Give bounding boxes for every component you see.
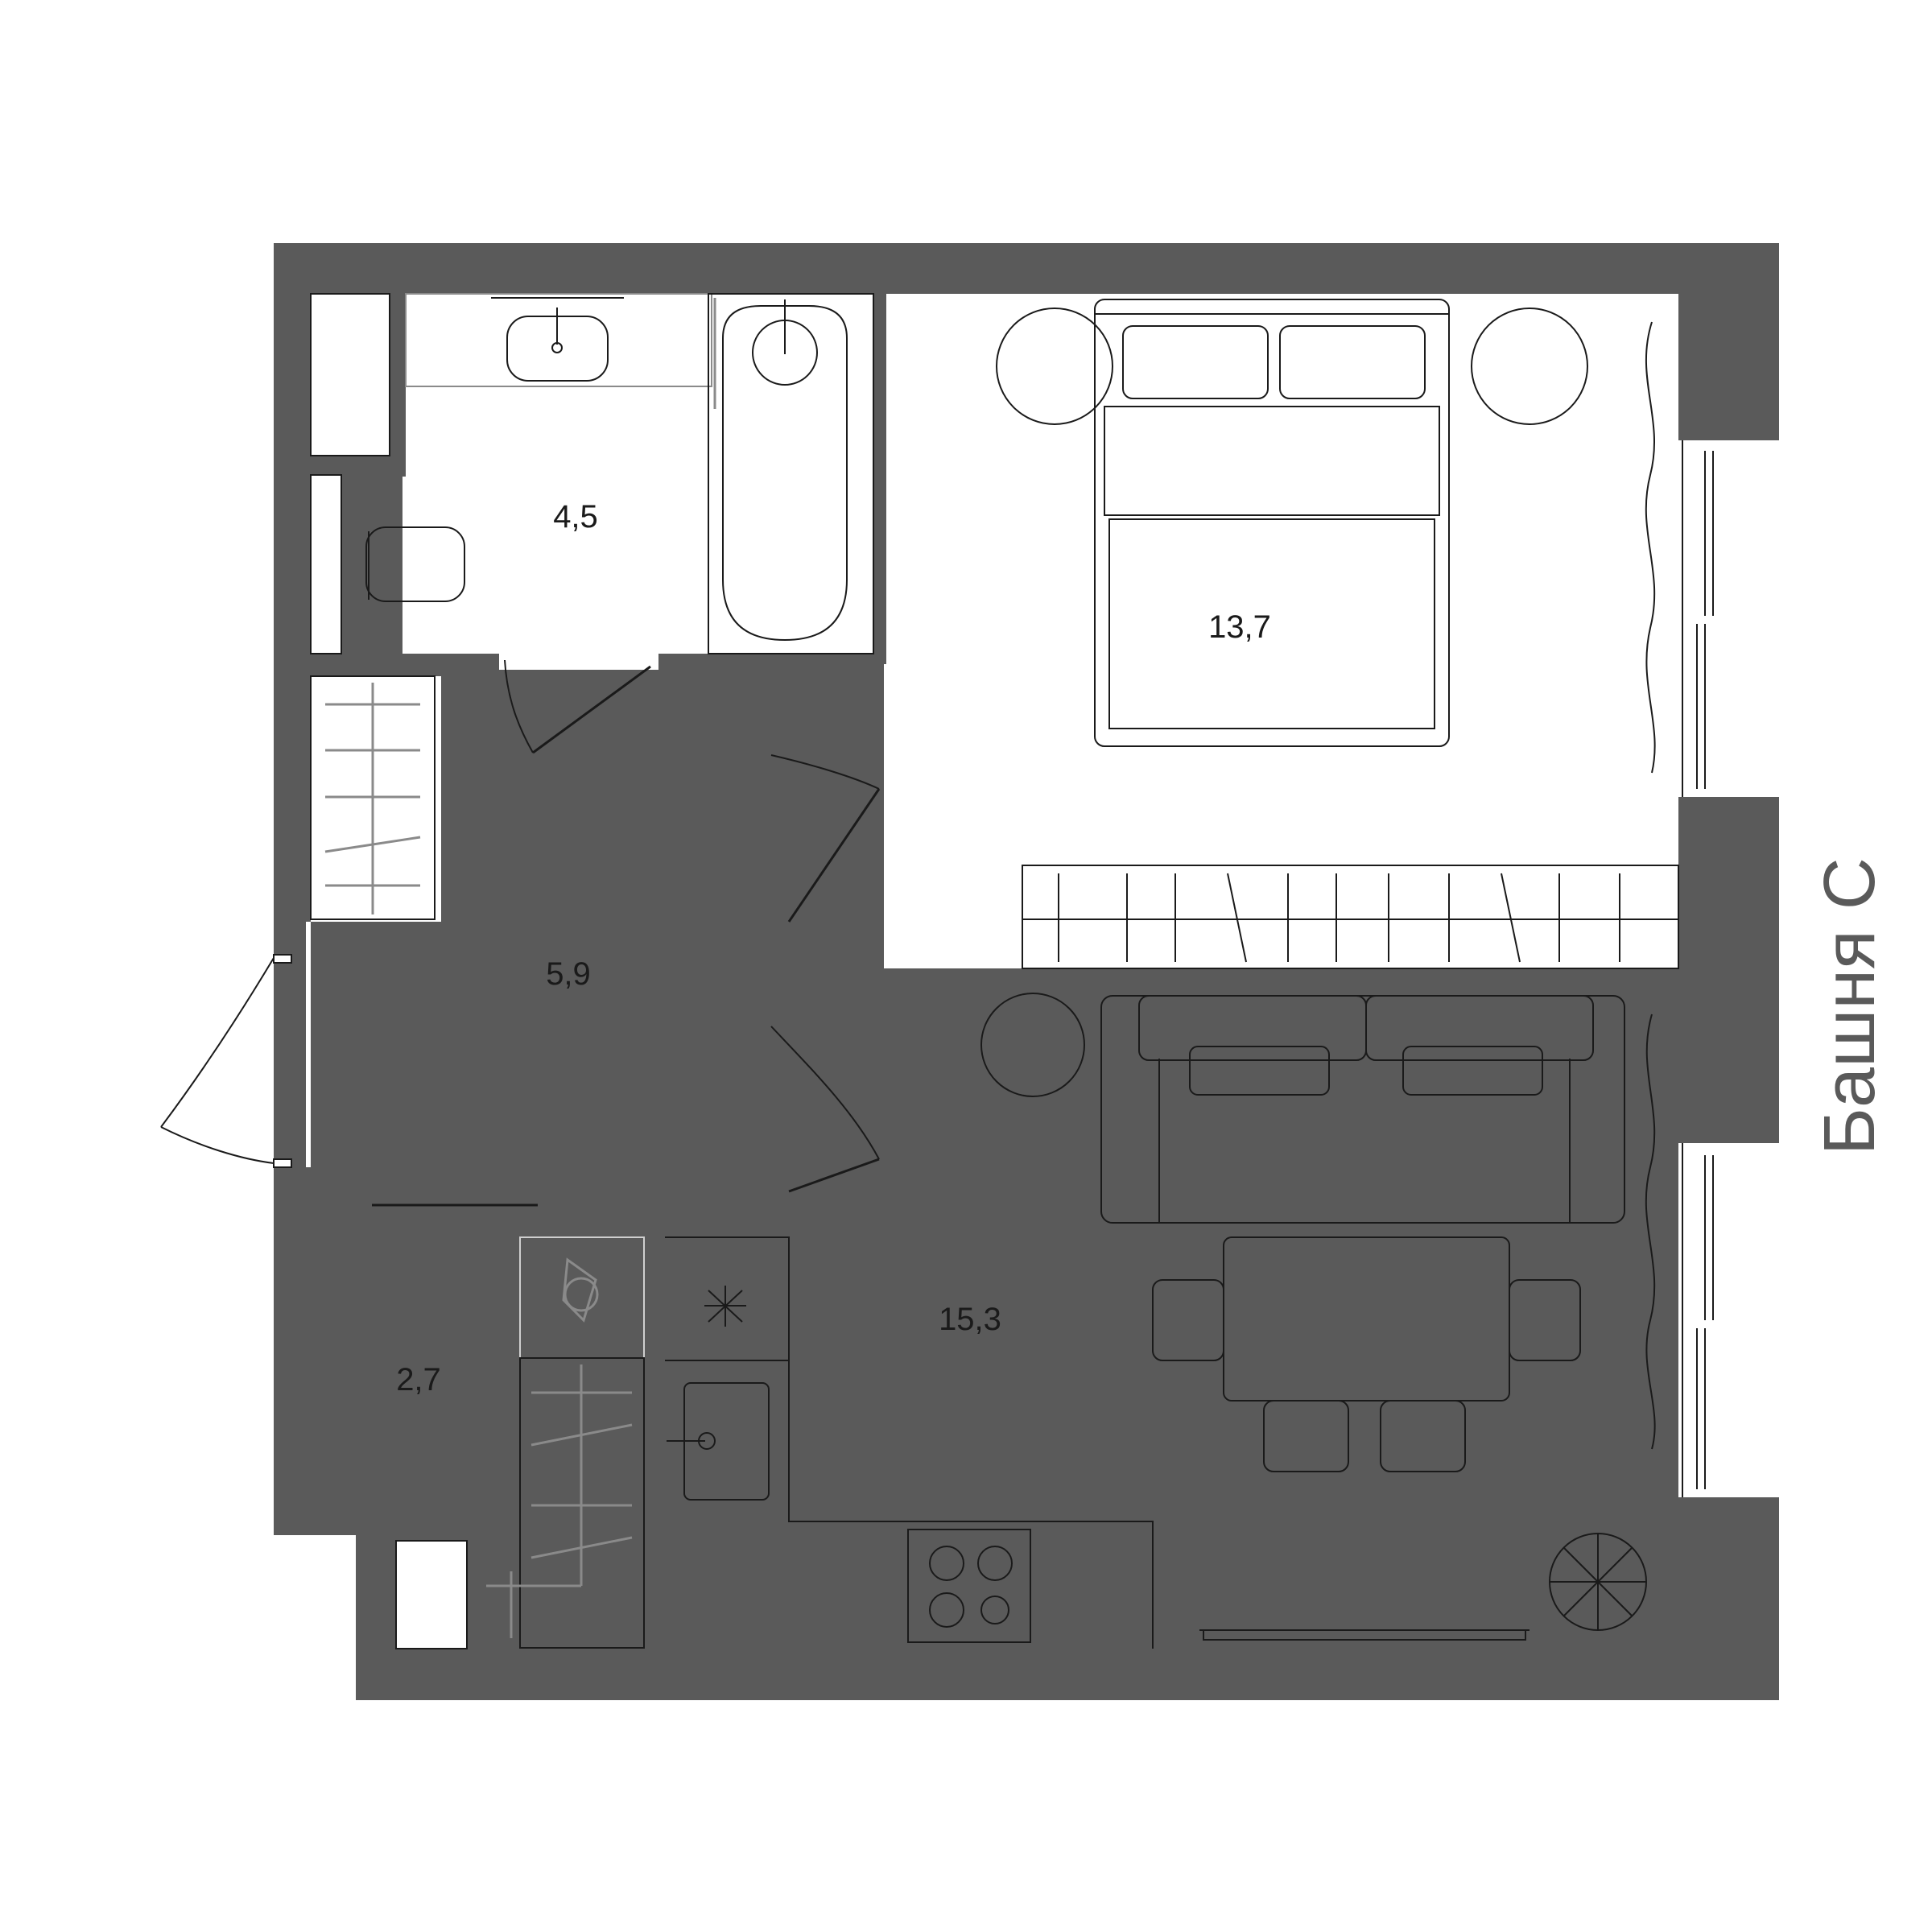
living-kitchen-area-label: 15,3 bbox=[939, 1302, 1001, 1337]
windows bbox=[1678, 440, 1779, 1497]
washer-drum bbox=[564, 1277, 599, 1312]
wall-bedroom-living bbox=[789, 968, 1678, 986]
wall-north bbox=[274, 243, 1779, 293]
shaft-niche bbox=[395, 1540, 468, 1649]
wall-east-top bbox=[1678, 243, 1779, 440]
fridge-icon bbox=[704, 1286, 746, 1327]
cooktop bbox=[907, 1529, 1031, 1643]
wall-west-upper bbox=[274, 243, 311, 919]
pillow-left bbox=[1122, 325, 1269, 399]
living-door-leaf bbox=[788, 1158, 880, 1193]
wall-wc-west bbox=[341, 475, 357, 654]
kitchen-counter bbox=[665, 1236, 1154, 1649]
wall-bath-south-right bbox=[658, 654, 884, 673]
vanity-counter bbox=[405, 293, 712, 387]
bedroom-wardrobe-hangers bbox=[1058, 873, 1620, 963]
wall-east-bottom bbox=[1678, 1497, 1779, 1700]
living-curtain bbox=[1645, 1013, 1656, 1450]
living-door-arc bbox=[770, 1026, 880, 1160]
chair-right bbox=[1509, 1279, 1581, 1361]
entrance-door-jamb-top bbox=[273, 954, 292, 964]
bed-blanket-fold bbox=[1104, 406, 1440, 516]
entrance-door-jamb-bottom bbox=[273, 1158, 292, 1168]
hallway-wardrobe bbox=[310, 675, 436, 920]
storage-area-label: 2,7 bbox=[396, 1362, 441, 1397]
chair-left bbox=[1152, 1279, 1224, 1361]
living-furniture bbox=[980, 993, 1647, 1641]
nightstand-right bbox=[1471, 308, 1588, 425]
washer-symbol bbox=[562, 1257, 597, 1323]
wall-closet-east bbox=[390, 294, 406, 475]
kitchen bbox=[665, 1236, 1154, 1649]
cushion-right bbox=[1402, 1046, 1543, 1096]
pillow-right bbox=[1279, 325, 1426, 399]
wall-kitchen-west bbox=[644, 1237, 665, 1648]
wall-bath-south-left bbox=[311, 654, 496, 673]
wall-closet-south bbox=[311, 456, 406, 477]
sofa bbox=[1100, 995, 1625, 1224]
wc-niche bbox=[310, 474, 342, 654]
bedroom-curtain bbox=[1645, 321, 1656, 774]
bedroom-door-arc bbox=[770, 754, 880, 790]
bathtub bbox=[722, 305, 848, 642]
wall-shaft-east bbox=[467, 1505, 480, 1650]
bedroom-area-label: 13,7 bbox=[1208, 609, 1271, 645]
side-table bbox=[980, 993, 1085, 1097]
bathroom-door-leaf bbox=[532, 665, 651, 754]
wall-bedroom-door-lower bbox=[771, 922, 789, 1022]
burner-4 bbox=[980, 1596, 1009, 1624]
sofa-back-right bbox=[1365, 995, 1594, 1061]
wardrobe-outline bbox=[310, 675, 436, 920]
wall-south bbox=[356, 1649, 1779, 1700]
bathtub-enclosure bbox=[708, 293, 874, 654]
storage-hanger-2 bbox=[530, 1423, 633, 1447]
entrance-door-leaf bbox=[160, 957, 275, 1128]
wall-storage-south bbox=[396, 1505, 517, 1541]
living-window-opening bbox=[1678, 1143, 1779, 1497]
bathroom-area-label: 4,5 bbox=[553, 499, 598, 535]
nightstand-left bbox=[996, 308, 1113, 425]
doors bbox=[160, 659, 881, 1207]
bed-mattress bbox=[1108, 518, 1435, 729]
hallway-area-label: 5,9 bbox=[546, 956, 591, 992]
bathroom-fixtures bbox=[365, 293, 874, 654]
bed bbox=[1094, 299, 1450, 747]
storage-fixtures bbox=[486, 1236, 645, 1649]
hanger-4 bbox=[324, 836, 421, 853]
walls bbox=[274, 243, 1779, 1700]
wall-entry-notch bbox=[311, 1216, 335, 1240]
tv-stand bbox=[1203, 1629, 1526, 1641]
chair-bottom-left bbox=[1263, 1400, 1349, 1472]
burner-2 bbox=[977, 1546, 1013, 1581]
wall-bedroom-door-upper bbox=[771, 673, 789, 755]
storage-hanger-4 bbox=[530, 1536, 633, 1559]
wall-east-mid bbox=[1678, 797, 1779, 1143]
storage-rack bbox=[519, 1357, 645, 1649]
bedroom-furniture bbox=[996, 299, 1679, 969]
bedroom-wardrobe bbox=[1022, 865, 1679, 969]
bedroom-door-leaf bbox=[787, 788, 881, 923]
wall-west-lower bbox=[274, 1167, 311, 1535]
wall-bath-east bbox=[873, 294, 886, 664]
tower-label: Башня С bbox=[1810, 857, 1890, 1155]
bedroom-window-opening bbox=[1678, 440, 1779, 797]
burner-3 bbox=[929, 1592, 964, 1628]
toilet bbox=[365, 526, 465, 602]
plant-icon bbox=[1549, 1533, 1647, 1631]
entrance-door-arc bbox=[160, 1126, 275, 1164]
cushion-left bbox=[1189, 1046, 1330, 1096]
chair-bottom-right bbox=[1380, 1400, 1466, 1472]
burner-1 bbox=[929, 1546, 964, 1581]
wall-storage-north bbox=[497, 1216, 789, 1240]
closet-niche bbox=[310, 293, 390, 456]
bathroom-door-arc bbox=[504, 659, 534, 753]
